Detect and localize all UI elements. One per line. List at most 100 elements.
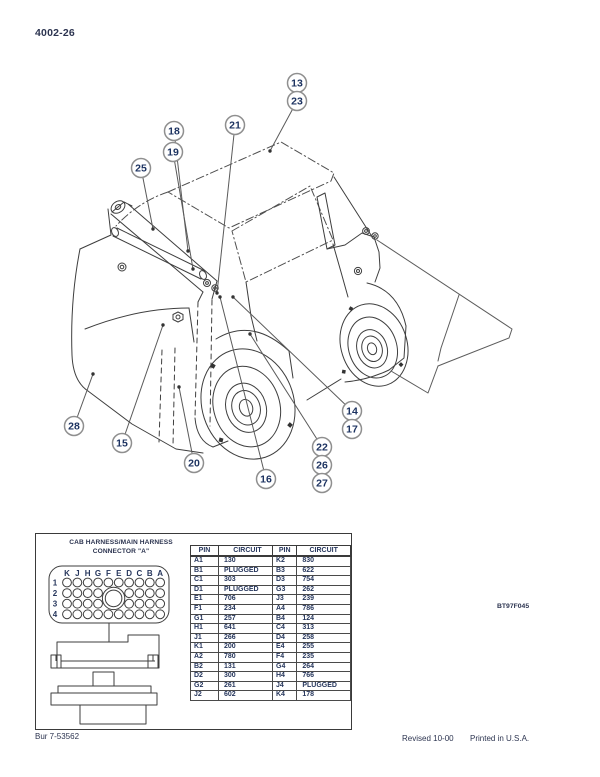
circuit-cell: 264	[296, 661, 351, 673]
callout-number-23: 23	[291, 96, 303, 108]
pin-cell: B1	[190, 565, 219, 577]
leader-dot-14	[231, 295, 235, 299]
pin-cell: K1	[190, 642, 219, 653]
callout-number-18: 18	[168, 126, 180, 138]
pin-cavity-G1	[93, 577, 103, 588]
pin-cavity-H2	[82, 588, 93, 598]
pin-cell: J4	[271, 680, 298, 692]
pin-cavity-B1	[144, 577, 155, 588]
bucket-outline	[376, 239, 513, 394]
leader-line-19	[172, 151, 194, 270]
leader-line-21	[216, 124, 236, 294]
pin-cavity-C1	[134, 577, 145, 588]
callout-circle-28	[63, 415, 85, 437]
callout-circle-21	[224, 114, 246, 136]
pin-cell: B2	[190, 661, 219, 673]
pin-cell: A2	[190, 651, 219, 663]
pin-cavity-A3	[155, 598, 166, 609]
page-number: 4002-26	[35, 27, 75, 39]
circuit-cell: 266	[218, 632, 277, 644]
callout-circle-15	[111, 432, 133, 454]
pin-cavity-D4	[124, 609, 134, 620]
pin-cell: A1	[190, 555, 219, 567]
callout-number-14: 14	[346, 406, 358, 418]
pin-cell: D1	[190, 584, 219, 596]
pin-cavity-H3	[82, 598, 93, 609]
pin-cavity-C2	[134, 588, 145, 598]
machine-line-art	[71, 141, 513, 460]
leader-dot-22	[248, 332, 252, 336]
circuit-cell: 622	[296, 565, 351, 577]
circuit-cell: 262	[296, 584, 351, 596]
circuit-cell: 178	[296, 690, 351, 701]
pin-cavity-B4	[144, 609, 155, 620]
cab-outline	[115, 141, 335, 283]
pin-column-B: B	[147, 569, 153, 578]
bolt-details	[117, 227, 379, 323]
callout-number-20: 20	[188, 458, 200, 470]
pin-cell: C1	[190, 575, 219, 586]
pin-cavity-K1	[62, 577, 72, 588]
circuit-cell: 234	[218, 603, 277, 615]
pin-row-1: 1	[53, 578, 58, 587]
callout-number-16: 16	[260, 474, 272, 486]
leader-line-22	[249, 333, 323, 448]
leader-dot-28	[91, 372, 95, 376]
pin-cell: J1	[190, 632, 219, 644]
circuit-cell: 313	[296, 623, 351, 634]
pin-cell: D3	[271, 575, 298, 586]
circuit-cell: 766	[296, 671, 351, 682]
callout-circle-17	[341, 418, 363, 440]
pin-cavity-E1	[113, 577, 124, 588]
circuit-cell: PLUGGED	[296, 680, 351, 692]
connector-title-line1: CAB HARNESS/MAIN HARNESS	[69, 539, 173, 546]
leader-dot-21	[215, 291, 219, 295]
circuit-cell: 641	[218, 623, 277, 634]
leader-line-16	[219, 296, 267, 480]
pin-cell: G4	[271, 661, 298, 673]
pin-cell: K2	[271, 555, 298, 567]
pin-cell: E4	[271, 642, 298, 653]
connector-side-view	[56, 634, 160, 669]
pin-cavity-G4	[93, 609, 103, 620]
circuit-cell: 200	[218, 642, 277, 653]
pin-cell: C4	[271, 623, 298, 634]
callout-number-17: 17	[346, 424, 358, 436]
pin-column-C: C	[137, 569, 143, 578]
pin-cell: A4	[271, 603, 298, 615]
leader-dot-15	[161, 323, 165, 327]
pin-column-G: G	[95, 569, 101, 578]
pin-cavity-K3	[62, 598, 72, 609]
pin-cell: K4	[271, 690, 298, 701]
circuit-cell: PLUGGED	[218, 565, 277, 577]
pin-cavity-D3	[124, 598, 134, 609]
tread-marks	[210, 306, 404, 443]
pin-row-3: 3	[53, 600, 58, 609]
pin-cavity-A4	[155, 609, 166, 620]
pin-cavity-J1	[72, 577, 83, 588]
pin-cavity-C4	[134, 609, 145, 620]
